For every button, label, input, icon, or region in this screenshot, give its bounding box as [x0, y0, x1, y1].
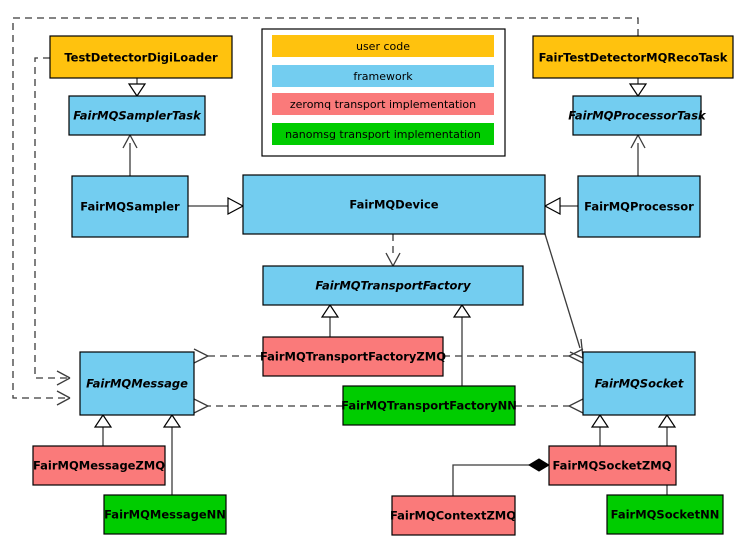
- edge-tfnn-to-message: [193, 398, 343, 414]
- node-FairTestDetectorMQRecoTask[interactable]: FairTestDetectorMQRecoTask: [532, 35, 734, 79]
- node-box[interactable]: [582, 351, 696, 416]
- node-FairMQMessage[interactable]: FairMQMessage: [79, 351, 195, 416]
- edge-recotask-to-processortask: [628, 78, 648, 98]
- legend-item-framework: framework: [272, 65, 494, 87]
- node-label: FairMQTransportFactory: [315, 279, 471, 293]
- node-box[interactable]: [391, 495, 516, 536]
- node-box[interactable]: [262, 265, 524, 306]
- legend: user code framework zeromq transport imp…: [261, 28, 506, 157]
- edge-processor-to-device: [543, 197, 578, 215]
- legend-item-nanomsg: nanomsg transport implementation: [272, 123, 494, 145]
- node-label: FairMQTransportFactoryZMQ: [260, 350, 446, 364]
- node-box[interactable]: [572, 95, 702, 136]
- edge-digiloader-to-message: [34, 57, 71, 386]
- edge-tfzmq-to-socket: [443, 348, 584, 364]
- node-label: FairMQProcessorTask: [568, 109, 707, 123]
- edge-processor-to-processortask: [630, 134, 646, 176]
- node-FairMQSocketZMQ[interactable]: FairMQSocketZMQ: [548, 445, 677, 486]
- node-FairMQMessageZMQ[interactable]: FairMQMessageZMQ: [32, 445, 166, 486]
- edge-layer: [12, 17, 677, 496]
- legend-label: nanomsg transport implementation: [285, 128, 481, 141]
- edge-recotask-to-message: [12, 17, 639, 406]
- node-box[interactable]: [79, 351, 195, 416]
- edge-socketzmq-to-socket: [590, 413, 610, 446]
- legend-item-user-code: user code: [272, 35, 494, 57]
- node-label: FairMQMessageZMQ: [33, 459, 165, 473]
- node-FairMQSocket[interactable]: FairMQSocket: [582, 351, 696, 416]
- node-FairMQTransportFactoryZMQ[interactable]: FairMQTransportFactoryZMQ: [260, 336, 446, 377]
- node-box[interactable]: [606, 494, 724, 535]
- node-label: FairTestDetectorMQRecoTask: [539, 51, 728, 65]
- node-box[interactable]: [49, 35, 233, 79]
- edge-digiloader-to-samplertask: [127, 78, 147, 98]
- node-label: FairMQSamplerTask: [73, 109, 202, 123]
- node-label: FairMQSocketNN: [611, 508, 720, 522]
- node-box[interactable]: [342, 385, 516, 426]
- node-label: FairMQTransportFactoryNN: [341, 399, 517, 413]
- node-FairMQProcessor[interactable]: FairMQProcessor: [577, 175, 701, 238]
- legend-item-zeromq: zeromq transport implementation: [272, 93, 494, 115]
- edge-tfnn-to-transportfactory: [452, 303, 472, 386]
- node-box[interactable]: [532, 35, 734, 79]
- node-box[interactable]: [577, 175, 701, 238]
- legend-label: user code: [356, 40, 410, 53]
- node-label: FairMQContextZMQ: [390, 509, 516, 523]
- node-FairMQSocketNN[interactable]: FairMQSocketNN: [606, 494, 724, 535]
- edge-device-to-transportfactory: [385, 234, 401, 267]
- legend-swatch: [272, 93, 494, 115]
- node-FairMQSampler[interactable]: FairMQSampler: [71, 175, 189, 238]
- legend-swatch: [272, 65, 494, 87]
- edge-tfzmq-to-transportfactory: [320, 303, 340, 337]
- node-FairMQTransportFactoryNN[interactable]: FairMQTransportFactoryNN: [341, 385, 517, 426]
- node-label: FairMQSocketZMQ: [553, 459, 672, 473]
- node-box[interactable]: [71, 175, 189, 238]
- node-label: TestDetectorDigiLoader: [64, 51, 218, 65]
- node-label: FairMQMessageNN: [104, 508, 226, 522]
- node-label: FairMQSocket: [595, 377, 684, 391]
- edge-messagezmq-to-message: [93, 413, 113, 446]
- node-FairMQProcessorTask[interactable]: FairMQProcessorTask: [568, 95, 707, 136]
- node-FairMQDevice[interactable]: FairMQDevice: [242, 174, 546, 235]
- edge-sampler-to-samplertask: [122, 134, 138, 176]
- node-label: FairMQProcessor: [584, 200, 694, 214]
- node-FairMQMessageNN[interactable]: FairMQMessageNN: [103, 494, 227, 535]
- legend-label: framework: [353, 70, 413, 83]
- node-box[interactable]: [68, 95, 206, 136]
- node-label: FairMQSampler: [80, 200, 180, 214]
- edge-sampler-to-device: [188, 197, 245, 215]
- node-box[interactable]: [262, 336, 444, 377]
- legend-swatch: [272, 123, 494, 145]
- node-layer: TestDetectorDigiLoader FairMQSamplerTask…: [32, 35, 734, 536]
- edge-messagenn-to-message: [162, 413, 182, 495]
- edge-tfzmq-to-message: [193, 348, 263, 364]
- node-TestDetectorDigiLoader[interactable]: TestDetectorDigiLoader: [49, 35, 233, 79]
- node-box[interactable]: [242, 174, 546, 235]
- edge-tfnn-to-socket: [515, 398, 584, 414]
- node-box[interactable]: [32, 445, 166, 486]
- node-FairMQTransportFactory[interactable]: FairMQTransportFactory: [262, 265, 524, 306]
- node-box[interactable]: [103, 494, 227, 535]
- node-FairMQSamplerTask[interactable]: FairMQSamplerTask: [68, 95, 206, 136]
- node-label: FairMQMessage: [86, 377, 188, 391]
- legend-label: zeromq transport implementation: [290, 98, 476, 111]
- node-FairMQContextZMQ[interactable]: FairMQContextZMQ: [390, 495, 516, 536]
- legend-swatch: [272, 35, 494, 57]
- node-label: FairMQDevice: [349, 198, 438, 212]
- edge-contextzmq-to-socketzmq: [452, 458, 550, 496]
- node-box[interactable]: [548, 445, 677, 486]
